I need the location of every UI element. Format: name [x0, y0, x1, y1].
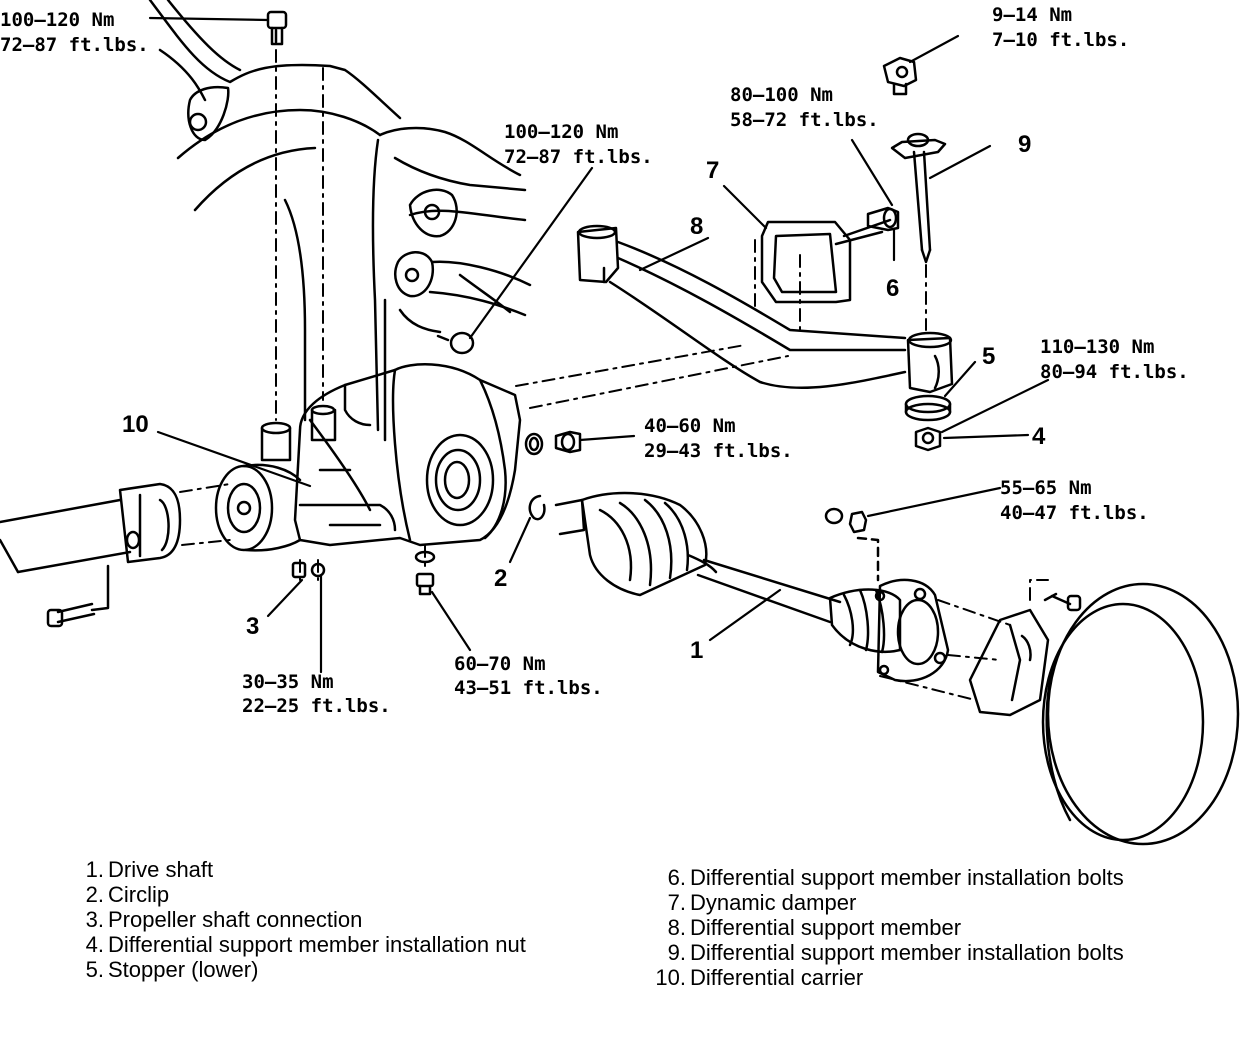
legend-text: Stopper (lower)	[108, 957, 259, 982]
support-bolt-9	[890, 132, 947, 264]
legend-text: Differential support member	[690, 915, 962, 940]
legend-item: 5.Stopper (lower)	[74, 957, 614, 982]
circlip	[528, 494, 546, 521]
legend-number: 4.	[85, 932, 104, 957]
legend-item: 6.Differential support member installati…	[656, 865, 1216, 890]
top-left-bolt	[266, 10, 288, 46]
propeller-shaft	[0, 482, 182, 628]
legend-item: 3.Propeller shaft connection	[74, 907, 614, 932]
torque-damper-nm: 80–100 Nm	[730, 84, 833, 106]
top-right-bolt	[882, 56, 918, 96]
legend-text: Differential support member installation…	[690, 865, 1124, 890]
torque-top-left-nm: 100–120 Nm	[0, 9, 114, 31]
propeller-connection-nuts	[291, 561, 326, 579]
callout-6: 6	[886, 275, 899, 302]
torque-damper-ftlbs: 58–72 ft.lbs.	[730, 109, 879, 131]
brake-disc	[968, 582, 1240, 846]
legend-number: 3.	[85, 907, 104, 932]
differential-support-member	[576, 224, 954, 394]
torque-drain-nm: 60–70 Nm	[454, 653, 546, 675]
callout-8: 8	[690, 213, 703, 240]
body-frame	[148, 0, 532, 442]
torque-upper-mid-nm: 100–120 Nm	[504, 121, 618, 143]
legend-text: Propeller shaft connection	[108, 907, 363, 932]
callout-1: 1	[690, 637, 703, 664]
carrier-side-plug	[524, 430, 582, 456]
legend-number: 7.	[667, 890, 686, 915]
torque-nut-nm: 110–130 Nm	[1040, 336, 1154, 358]
legend-text: Dynamic damper	[690, 890, 857, 915]
torque-top-right-nm: 9–14 Nm	[992, 4, 1072, 26]
torque-propeller-nm: 30–35 Nm	[242, 671, 334, 693]
torque-upper-mid-ftlbs: 72–87 ft.lbs.	[504, 146, 653, 168]
torque-hub-ftlbs: 40–47 ft.lbs.	[1000, 502, 1149, 524]
stopper-lower	[904, 394, 952, 422]
support-bolt-6	[866, 206, 900, 232]
callout-10: 10	[122, 411, 149, 438]
legend-item: 4.Differential support member installati…	[74, 932, 614, 957]
legend-left: 1.Drive shaft 2.Circlip 3.Propeller shaf…	[74, 857, 614, 982]
legend-number: 8.	[667, 915, 686, 940]
legend-text: Drive shaft	[108, 857, 214, 882]
differential-carrier	[214, 363, 522, 552]
drive-shaft	[554, 491, 950, 683]
torque-top-left-ftlbs: 72–87 ft.lbs.	[0, 34, 149, 56]
torque-propeller-ftlbs: 22–25 ft.lbs.	[242, 695, 391, 717]
legend-text: Differential support member installation…	[108, 932, 526, 957]
legend-number: 5.	[85, 957, 104, 982]
legend-item: 10.Differential carrier	[655, 965, 1216, 990]
callout-4: 4	[1032, 423, 1046, 450]
torque-nut-ftlbs: 80–94 ft.lbs.	[1040, 361, 1189, 383]
legend-number: 6.	[667, 865, 686, 890]
legend-item: 8.Differential support member	[656, 915, 1216, 940]
torque-drain-ftlbs: 43–51 ft.lbs.	[454, 677, 603, 699]
legend-right: 6.Differential support member installati…	[655, 865, 1216, 990]
leader-lines	[148, 16, 1050, 674]
torque-hub-nm: 55–65 Nm	[1000, 477, 1092, 499]
drain-plug	[414, 550, 436, 596]
legend-item: 7.Dynamic damper	[656, 890, 1216, 915]
torque-side-plug-ftlbs: 29–43 ft.lbs.	[644, 440, 793, 462]
callout-7: 7	[706, 157, 719, 184]
callout-5: 5	[982, 343, 995, 370]
legend-item: 1.Drive shaft	[74, 857, 614, 882]
support-nut	[914, 426, 942, 452]
legend-item: 2.Circlip	[74, 882, 614, 907]
legend-text: Differential carrier	[690, 965, 864, 990]
legend-number: 2.	[85, 882, 104, 907]
legend-text: Differential support member installation…	[690, 940, 1124, 965]
callout-3: 3	[246, 613, 259, 640]
hub-bolt	[824, 507, 880, 582]
callout-9: 9	[1018, 131, 1031, 158]
dynamic-damper	[760, 218, 892, 304]
legend-item: 9.Differential support member installati…	[656, 940, 1216, 965]
legend-text: Circlip	[108, 882, 170, 907]
legend-number: 9.	[667, 940, 686, 965]
legend-number: 10.	[655, 965, 686, 990]
legend-number: 1.	[85, 857, 104, 882]
callout-2: 2	[494, 565, 507, 592]
alignment-lines	[179, 49, 1049, 701]
torque-top-right-ftlbs: 7–10 ft.lbs.	[992, 29, 1129, 51]
torque-side-plug-nm: 40–60 Nm	[644, 415, 736, 437]
